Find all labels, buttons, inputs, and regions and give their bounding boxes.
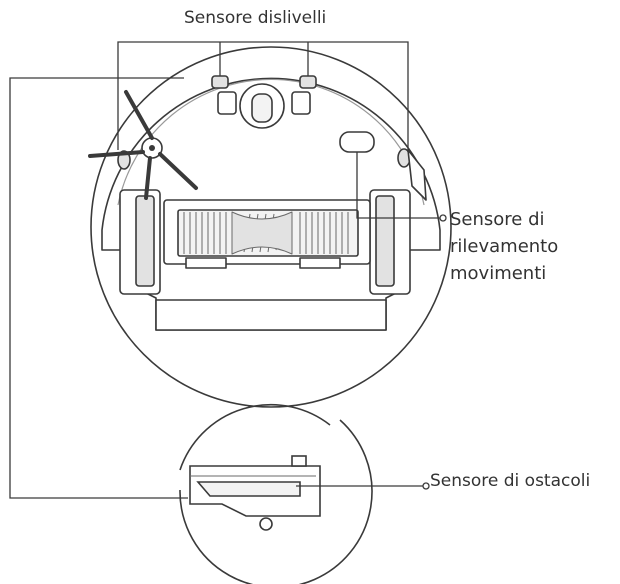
cliff-sensor-front-right [299, 75, 317, 89]
callout-motion [356, 152, 440, 219]
motion-sensor-label-line: Sensore di [450, 209, 545, 230]
brush-guard-clip-left [185, 257, 227, 269]
robot-inner-outline [101, 77, 441, 331]
obstacle-sensor-window [196, 481, 301, 497]
detail-circle [179, 419, 373, 584]
caster-wheel [251, 93, 273, 123]
obstacle-sensor-label: Sensore di ostacoli [430, 471, 591, 491]
main-brush-center-band [231, 211, 293, 255]
charging-contact-left [217, 91, 237, 115]
motion-sensor-label-line: rilevamento [450, 236, 559, 257]
side-brush-arm [144, 156, 152, 200]
cliff-sensor-front-left [211, 75, 229, 89]
side-view-detail [179, 403, 373, 584]
side-brush-arm [124, 90, 154, 140]
side-brush-arm [88, 150, 145, 158]
side-profile-top-button [291, 455, 307, 467]
cliff-sensor-label: Sensore dislivelli [184, 8, 327, 28]
motion-sensor [339, 131, 375, 153]
charging-contact-right [291, 91, 311, 115]
motion-sensor-label-line: movimenti [450, 263, 547, 284]
left-wheel [135, 195, 155, 287]
right-wheel [375, 195, 395, 287]
side-profile-wheel [259, 517, 273, 531]
motion-sensor-label: Sensore di rilevamento movimenti [450, 206, 558, 287]
callout-lines [9, 41, 447, 499]
callout-obstacle-bracket [9, 77, 188, 499]
battery-cover [155, 299, 387, 331]
callout-cliff-bracket [117, 41, 409, 152]
robot-bottom-view [88, 46, 452, 408]
right-side-bumper-tab [407, 149, 427, 201]
side-brush [88, 90, 198, 200]
detail-circle-top [179, 403, 331, 471]
side-brush-arm [158, 152, 198, 190]
brush-guard-clip-right [299, 257, 341, 269]
